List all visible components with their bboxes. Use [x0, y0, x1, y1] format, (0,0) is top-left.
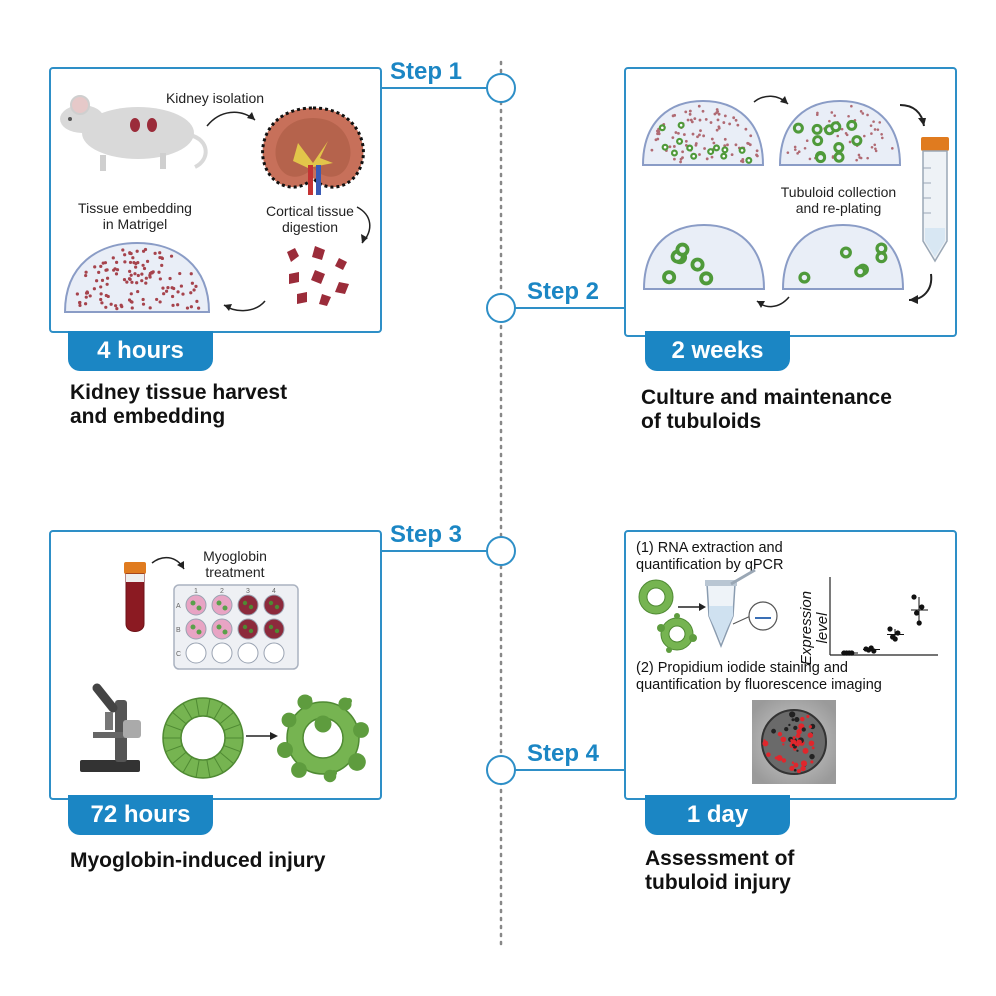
well-plate: 1 2 3 4A B C: [173, 584, 299, 670]
step3-connector: [380, 536, 516, 566]
tubuloid-injured: [277, 694, 369, 783]
arrow-to-digestion: [356, 206, 371, 244]
plate-col-label: 2: [220, 588, 224, 595]
dome-culture-day2: [778, 99, 902, 166]
tissue-fragments: [287, 246, 349, 306]
title-myoglobin-injury: Myoglobin-induced injury: [70, 849, 326, 872]
matrigel-dome-embedded: [63, 241, 211, 313]
tubuloid-healthy: [162, 697, 244, 779]
title-tubuloid-culture: Culture and maintenance of tubuloids: [641, 386, 892, 433]
plate-row-label: C: [176, 651, 181, 658]
dome-replated-2: [642, 223, 766, 290]
badge-1-day: 1 day: [645, 795, 790, 835]
fluorescence-image: [752, 700, 836, 784]
arrow-rna: [678, 603, 706, 611]
kidney-cross-section: [261, 106, 365, 195]
badge-72-hours: 72 hours: [68, 795, 213, 835]
plate-col-label: 3: [246, 588, 250, 595]
label-tissue-embedding: Tissue embedding in Matrigel: [78, 200, 192, 232]
label-myoglobin-treatment: Myoglobin treatment: [203, 548, 267, 580]
label-rna-extraction: (1) RNA extraction and quantification by…: [636, 540, 784, 573]
plot-ylabel: Expression level: [798, 590, 831, 666]
arrow-to-kidney: [206, 111, 256, 127]
step-2-label: Step 2: [527, 278, 600, 305]
blood-tube-icon: [124, 562, 146, 632]
step1-connector: [380, 73, 516, 103]
arrow-from-tube: [908, 273, 933, 304]
mouse-illustration: [60, 95, 208, 171]
expression-scatter-plot: [829, 577, 938, 656]
label-tubuloid-collection: Tubuloid collection and re-plating: [780, 184, 897, 216]
microscope-icon: [80, 683, 141, 772]
label-cortical-digestion: Cortical tissue digestion: [266, 203, 354, 235]
arrow-culture-3: [756, 296, 790, 308]
step2-connector: [486, 293, 626, 323]
step4-connector: [486, 755, 626, 785]
arrow-to-embedding: [223, 300, 266, 312]
plate-row-label: B: [176, 627, 181, 634]
plate-col-label: 4: [272, 588, 276, 595]
tubuloid-small: [638, 579, 674, 615]
dome-replated-1: [781, 223, 905, 290]
tubuloid-small-injured: [657, 613, 697, 653]
title-injury-assessment: Assessment of tubuloid injury: [645, 847, 795, 894]
arrow-injury: [246, 732, 278, 740]
arrow-treatment: [151, 556, 185, 570]
dome-culture-day1: [641, 99, 765, 166]
label-pi-staining: (2) Propidium iodide staining and quanti…: [636, 660, 882, 693]
pcr-tube-icon: [705, 568, 778, 649]
plate-col-label: 1: [194, 588, 198, 595]
plate-row-label: A: [176, 603, 181, 610]
label-kidney-isolation: Kidney isolation: [165, 90, 265, 106]
conical-tube-icon: [921, 137, 949, 263]
arrow-to-tube: [899, 104, 926, 127]
arrow-culture-1: [753, 95, 789, 105]
badge-4-hours: 4 hours: [68, 331, 213, 371]
step-4-label: Step 4: [527, 740, 600, 767]
badge-2-weeks: 2 weeks: [645, 331, 790, 371]
step-3-label: Step 3: [390, 521, 463, 548]
title-kidney-harvest: Kidney tissue harvest and embedding: [70, 381, 288, 428]
step-1-label: Step 1: [390, 58, 463, 85]
